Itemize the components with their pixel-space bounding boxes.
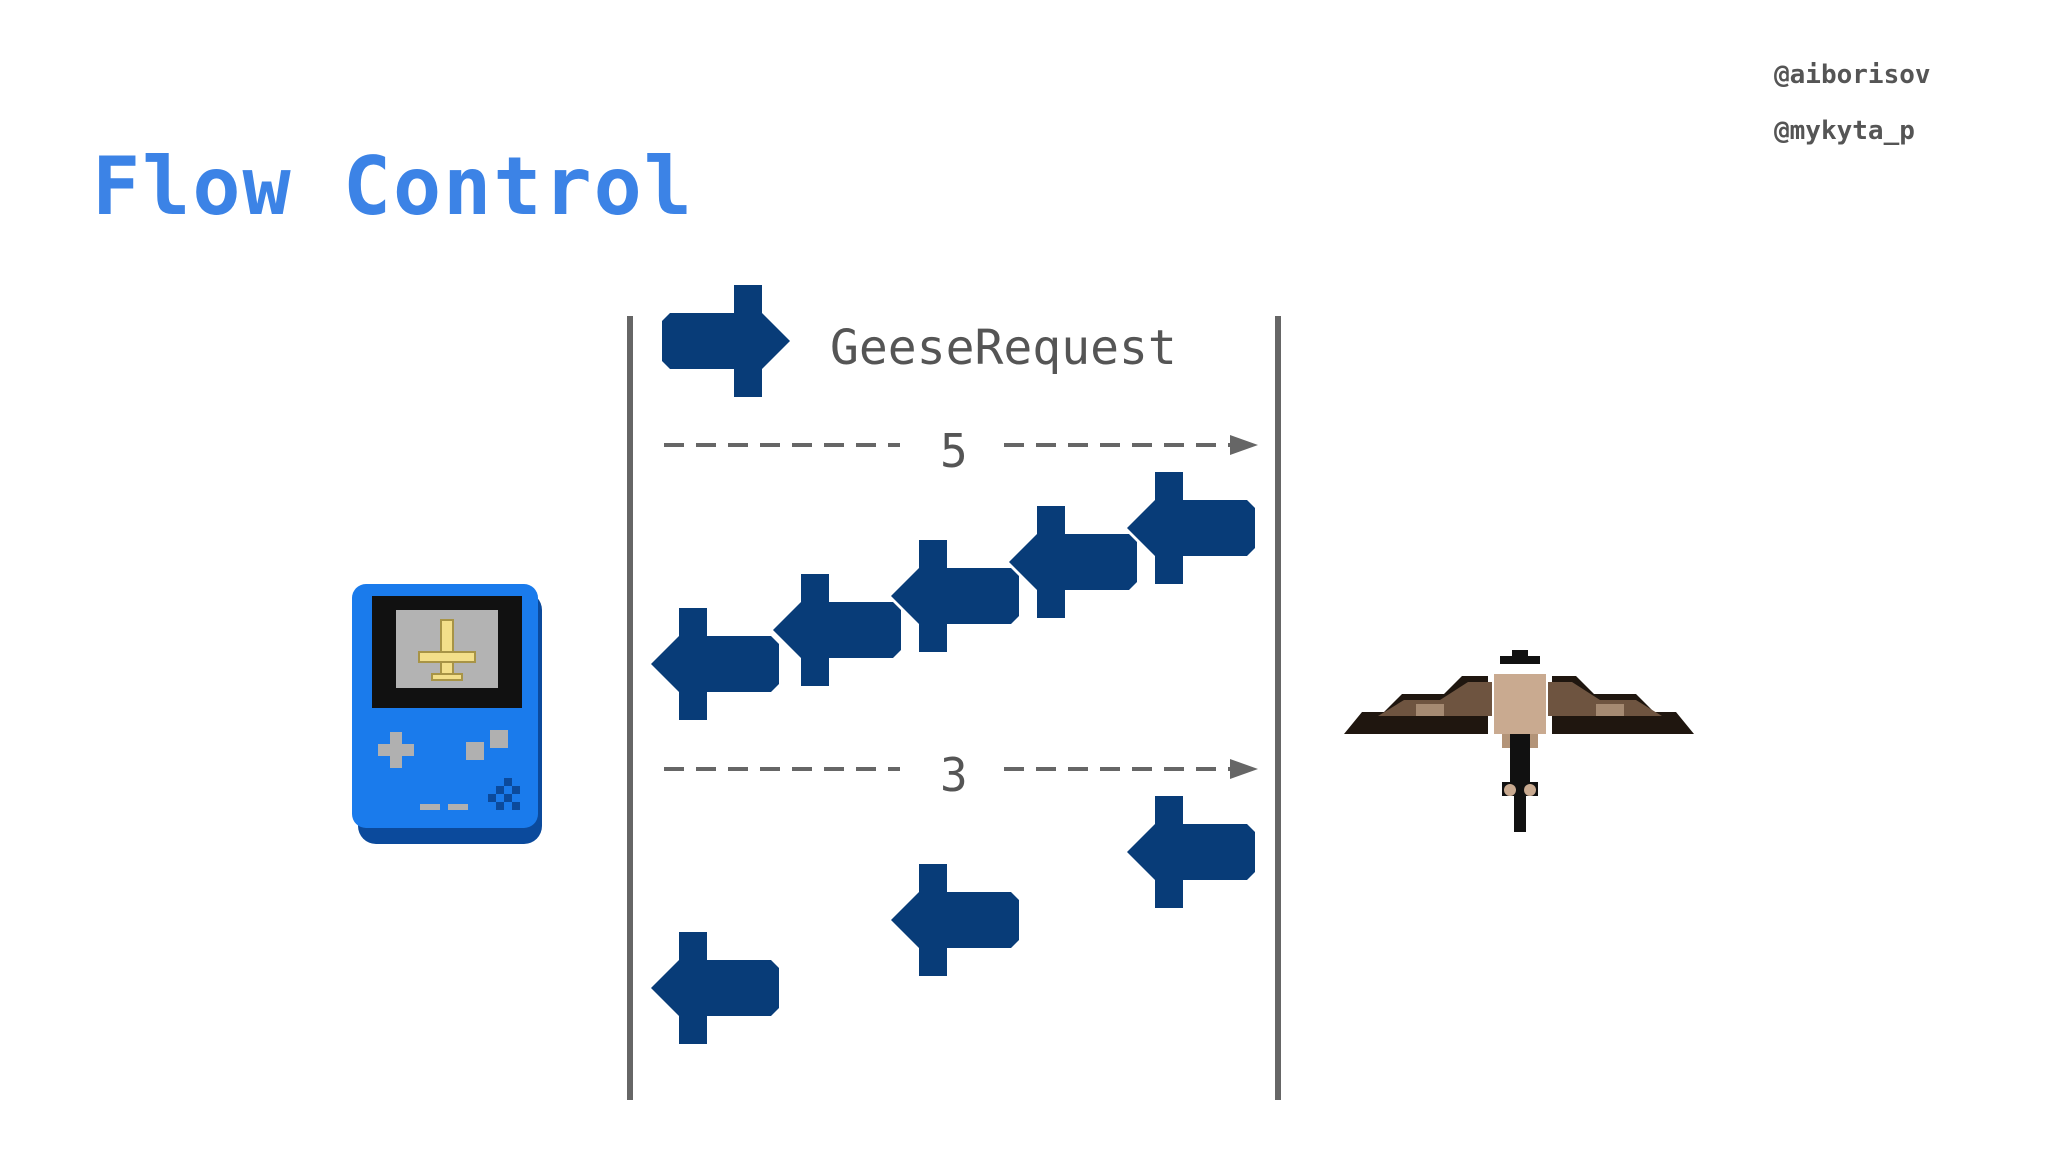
arrow-left-icon [651,608,779,720]
slide-title: Flow Control [92,140,694,233]
arrow-left-icon [1009,506,1137,618]
window-update-line-5 [664,435,1258,455]
window-update-value: 3 [940,748,968,802]
handheld-game-console-icon [352,584,542,844]
author-handle-1: @aiborisov [1774,60,1931,90]
arrow-left-icon [651,932,779,1044]
arrow-left-icon [891,864,1019,976]
author-handle-2: @mykyta_p [1774,116,1915,146]
window-update-value: 5 [940,424,968,478]
arrow-left-icon [891,540,1019,652]
flying-goose-icon [1344,650,1694,832]
arrow-left-icon [1127,796,1255,908]
request-label: GeeseRequest [830,320,1177,376]
window-update-line-3 [664,759,1258,779]
arrow-left-icon [773,574,901,686]
arrow-right-icon [662,285,790,397]
arrow-left-icon [1127,472,1255,584]
